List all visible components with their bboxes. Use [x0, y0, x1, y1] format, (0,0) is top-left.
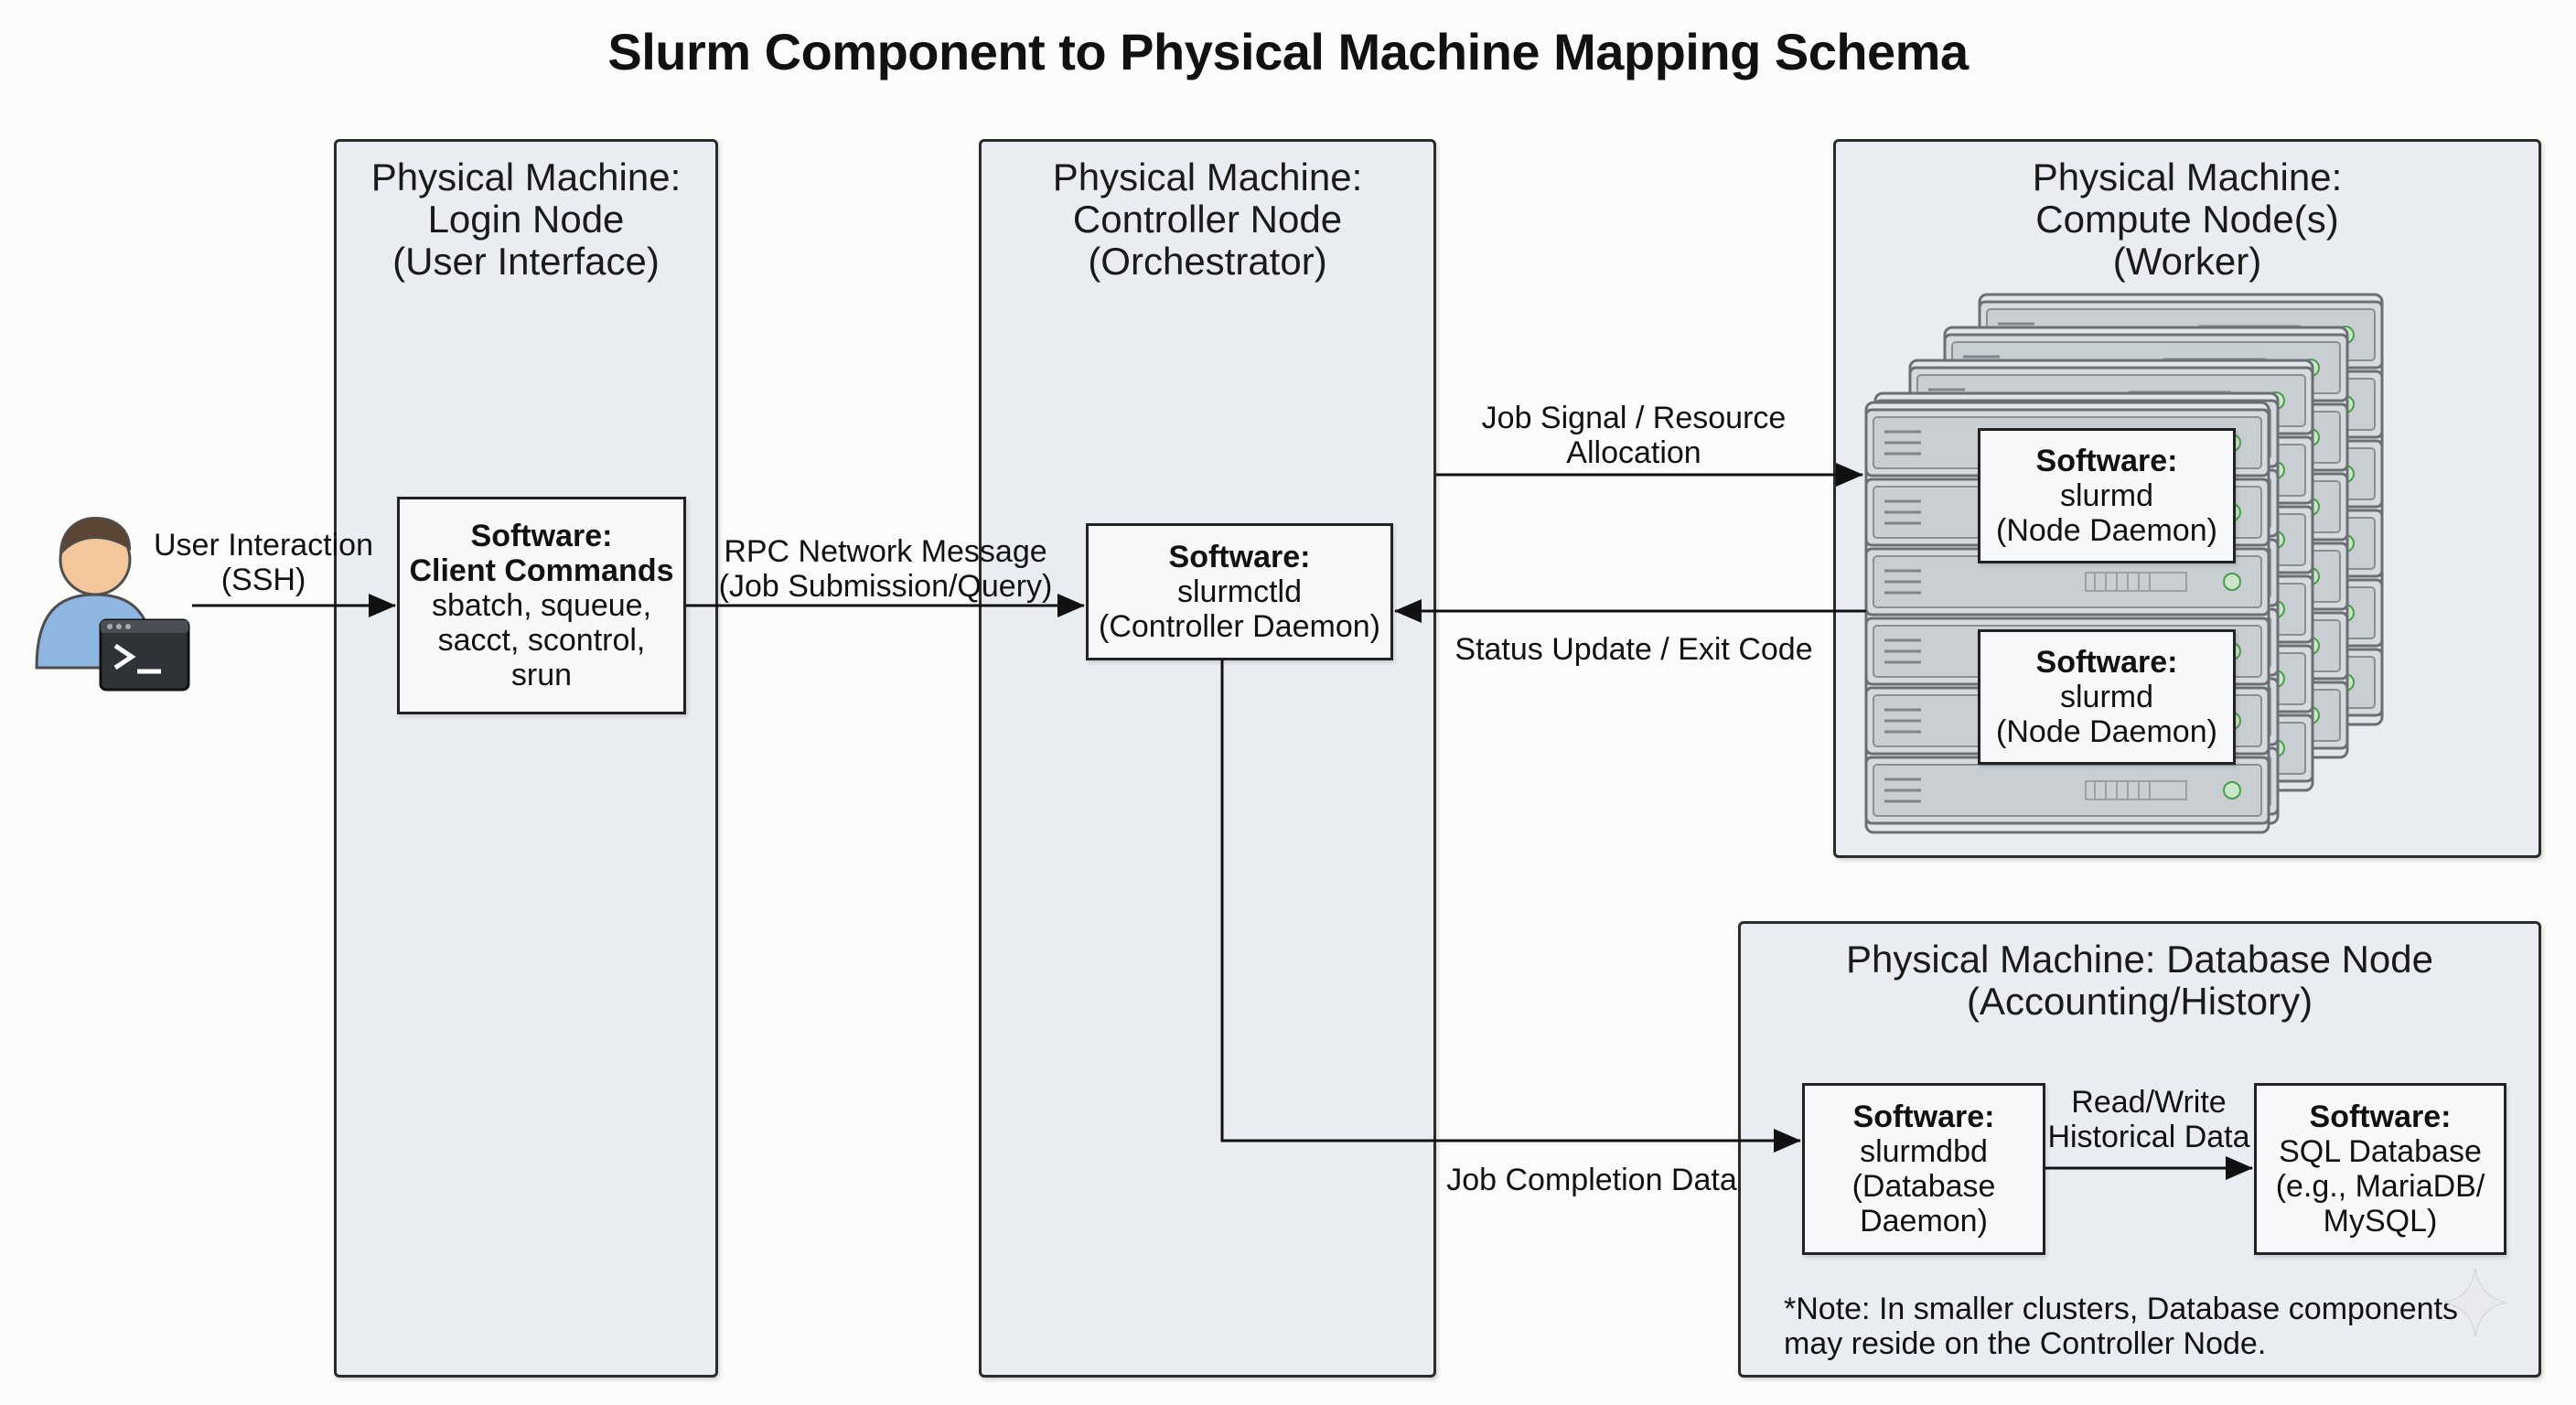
arrow-controller-to-slurmdbd: [1220, 660, 1801, 1153]
software-slurmdbd: Software: slurmdbd (Database Daemon): [1802, 1083, 2045, 1255]
footnote: *Note: In smaller clusters, Database com…: [1784, 1292, 2459, 1361]
label-read-write: Read/Write Historical Data: [2047, 1085, 2250, 1154]
label-rpc-message: RPC Network Message (Job Submission/Quer…: [718, 534, 1053, 604]
machine-controller-node: Physical Machine: Controller Node (Orche…: [979, 139, 1436, 1378]
software-client-commands: Software: Client Commands sbatch, squeue…: [397, 497, 686, 714]
label-job-completion: Job Completion Data: [1446, 1163, 1737, 1197]
sparkle-icon: [2443, 1267, 2507, 1338]
machine-title: Physical Machine: Database Node (Account…: [1845, 938, 2434, 1023]
machine-title: Physical Machine: Controller Node (Orche…: [1052, 156, 1363, 283]
software-slurmd-2: Software: slurmd (Node Daemon): [1978, 629, 2236, 765]
software-slurmctld: Software: slurmctld (Controller Daemon): [1086, 523, 1393, 660]
software-slurmd-1: Software: slurmd (Node Daemon): [1978, 428, 2236, 563]
terminal-icon: [99, 618, 190, 692]
label-user-interaction: User Interaction (SSH): [154, 528, 373, 597]
label-status-update: Status Update / Exit Code: [1454, 632, 1813, 667]
software-sql-database: Software: SQL Database (e.g., MariaDB/ M…: [2254, 1083, 2506, 1255]
machine-title: Physical Machine: Login Node (User Inter…: [370, 156, 682, 283]
machine-title: Physical Machine: Compute Node(s) (Worke…: [2032, 156, 2343, 283]
page-title: Slurm Component to Physical Machine Mapp…: [607, 23, 1969, 80]
label-job-signal: Job Signal / Resource Allocation: [1481, 401, 1787, 470]
machine-login-node: Physical Machine: Login Node (User Inter…: [334, 139, 718, 1378]
